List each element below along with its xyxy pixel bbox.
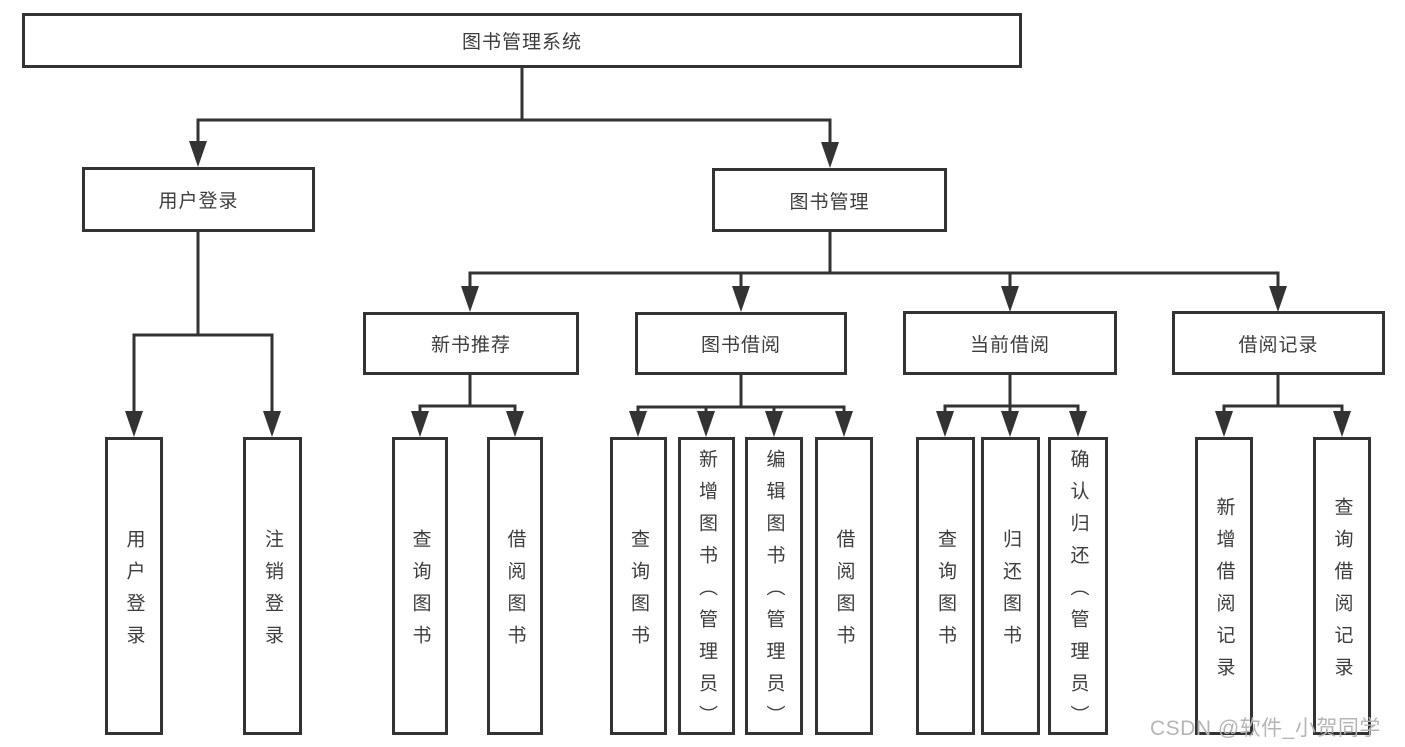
node-leaf-user-login: 用户登录 [105, 437, 163, 735]
leaf-label: 查询图书 [409, 528, 431, 657]
leaf-label: 查询借阅记录 [1331, 496, 1353, 689]
leaf-label: 查询图书 [935, 528, 956, 657]
node-leaf-return-book: 归还图书 [981, 437, 1040, 735]
node-leaf-query-borrow-record: 查询借阅记录 [1313, 437, 1371, 735]
leaf-label: 编辑图书（管理员） [763, 448, 785, 737]
leaf-label: 新增图书（管理员） [696, 448, 717, 737]
node-leaf-query-books-current: 查询图书 [916, 437, 975, 735]
node-user-login-branch: 用户登录 [82, 167, 315, 232]
node-leaf-confirm-return-admin: 确认归还（管理员） [1048, 437, 1108, 737]
node-library-system-root: 图书管理系统 [22, 13, 1022, 68]
node-leaf-logout: 注销登录 [243, 437, 302, 735]
leaf-label: 借阅图书 [833, 528, 855, 657]
leaf-label: 用户登录 [123, 528, 145, 657]
node-leaf-borrow-books: 借阅图书 [815, 437, 873, 735]
leaf-label: 注销登录 [262, 528, 283, 657]
csdn-watermark: CSDN @软件_小贺同学 [1150, 717, 1381, 740]
node-leaf-borrow-books-recommend: 借阅图书 [487, 437, 543, 735]
leaf-label: 新增借阅记录 [1213, 496, 1235, 689]
node-book-borrowing: 图书借阅 [635, 312, 847, 375]
node-leaf-add-borrow-record: 新增借阅记录 [1195, 437, 1253, 735]
leaf-label: 借阅图书 [504, 528, 526, 657]
node-current-borrowing: 当前借阅 [903, 311, 1117, 375]
node-leaf-query-books-recommend: 查询图书 [392, 437, 448, 735]
node-leaf-add-book-admin: 新增图书（管理员） [678, 437, 735, 737]
node-leaf-edit-book-admin: 编辑图书（管理员） [745, 437, 803, 737]
leaf-label: 确认归还（管理员） [1067, 448, 1089, 737]
node-borrowing-records: 借阅记录 [1172, 311, 1385, 375]
leaf-label: 归还图书 [1000, 528, 1021, 657]
node-book-management-branch: 图书管理 [712, 168, 947, 232]
node-leaf-query-books-borrowing: 查询图书 [610, 437, 667, 735]
leaf-label: 查询图书 [628, 528, 649, 657]
node-new-book-recommendation: 新书推荐 [363, 312, 579, 375]
